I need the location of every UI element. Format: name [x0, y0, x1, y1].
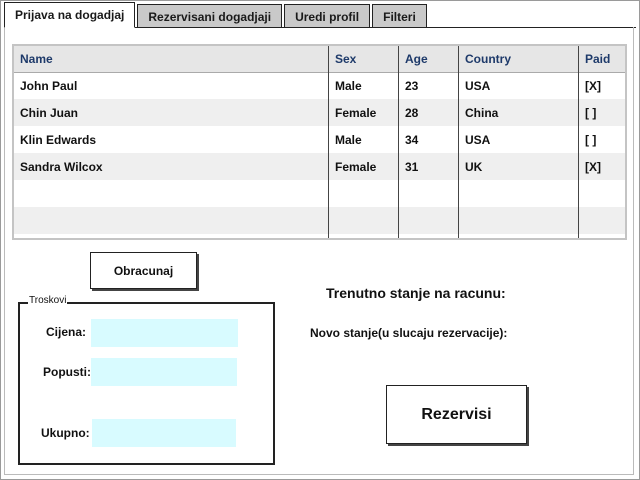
cell-country: USA	[465, 132, 491, 147]
cell-sex: Female	[335, 105, 377, 120]
calculate-button[interactable]: Obracunaj	[90, 252, 197, 289]
table-row-empty[interactable]	[14, 234, 625, 238]
cell-age: 23	[405, 78, 419, 93]
costs-group-legend: Troskovi	[28, 295, 68, 307]
price-label: Cijena:	[46, 325, 87, 339]
table-row-empty[interactable]	[14, 180, 625, 207]
cell-country: UK	[465, 159, 483, 174]
tab-prijava-na-dogadjaj[interactable]: Prijava na dogadjaj	[4, 2, 136, 28]
column-header-sex[interactable]: Sex	[335, 52, 357, 66]
table-header-row: Name Sex Age Country Paid	[14, 46, 625, 73]
cell-country: China	[465, 105, 499, 120]
total-label: Ukupno:	[41, 426, 90, 440]
cell-name: Sandra Wilcox	[20, 159, 103, 174]
cell-paid: [ ]	[585, 105, 597, 120]
cell-name: Klin Edwards	[20, 132, 97, 147]
cell-sex: Male	[335, 132, 362, 147]
cell-sex: Female	[335, 159, 377, 174]
table-row[interactable]: John Paul Male 23 USA [X]	[14, 72, 625, 99]
cell-age: 31	[405, 159, 419, 174]
cell-name: Chin Juan	[20, 105, 79, 120]
cell-paid: [X]	[585, 159, 601, 174]
cell-paid: [X]	[585, 78, 601, 93]
new-balance-label: Novo stanje(u slucaju rezervacije):	[310, 326, 508, 340]
column-header-age[interactable]: Age	[405, 52, 428, 66]
discount-input[interactable]	[91, 358, 237, 386]
tab-filteri[interactable]: Filteri	[372, 4, 427, 28]
costs-group	[18, 302, 275, 465]
column-header-paid[interactable]: Paid	[585, 52, 611, 66]
price-input[interactable]	[91, 319, 238, 347]
column-divider	[328, 46, 329, 238]
current-balance-label: Trenutno stanje na racunu:	[326, 285, 506, 301]
cell-name: John Paul	[20, 78, 78, 93]
table-row[interactable]: Chin Juan Female 28 China [ ]	[14, 99, 625, 126]
reserve-button[interactable]: Rezervisi	[386, 385, 527, 444]
cell-age: 28	[405, 105, 419, 120]
table-row[interactable]: Klin Edwards Male 34 USA [ ]	[14, 126, 625, 153]
tab-uredi-profil[interactable]: Uredi profil	[284, 4, 371, 28]
cell-paid: [ ]	[585, 132, 597, 147]
tab-rezervisani-dogadjaji[interactable]: Rezervisani dogadjaji	[137, 4, 283, 28]
column-divider	[458, 46, 459, 238]
tab-panel	[4, 27, 634, 475]
cell-age: 34	[405, 132, 419, 147]
total-input[interactable]	[92, 419, 236, 447]
table-row[interactable]: Sandra Wilcox Female 31 UK [X]	[14, 153, 625, 180]
tab-bar: Prijava na dogadjaj Rezervisani dogadjaj…	[4, 2, 429, 28]
cell-sex: Male	[335, 78, 362, 93]
column-divider	[578, 46, 579, 238]
table-row-empty[interactable]	[14, 207, 625, 234]
cell-country: USA	[465, 78, 491, 93]
tab-divider	[4, 27, 636, 28]
column-header-name[interactable]: Name	[20, 52, 53, 66]
discount-label: Popusti:	[43, 365, 91, 379]
column-header-country[interactable]: Country	[465, 52, 511, 66]
attendee-table[interactable]: Name Sex Age Country Paid John Paul Male…	[12, 44, 627, 240]
column-divider	[398, 46, 399, 238]
